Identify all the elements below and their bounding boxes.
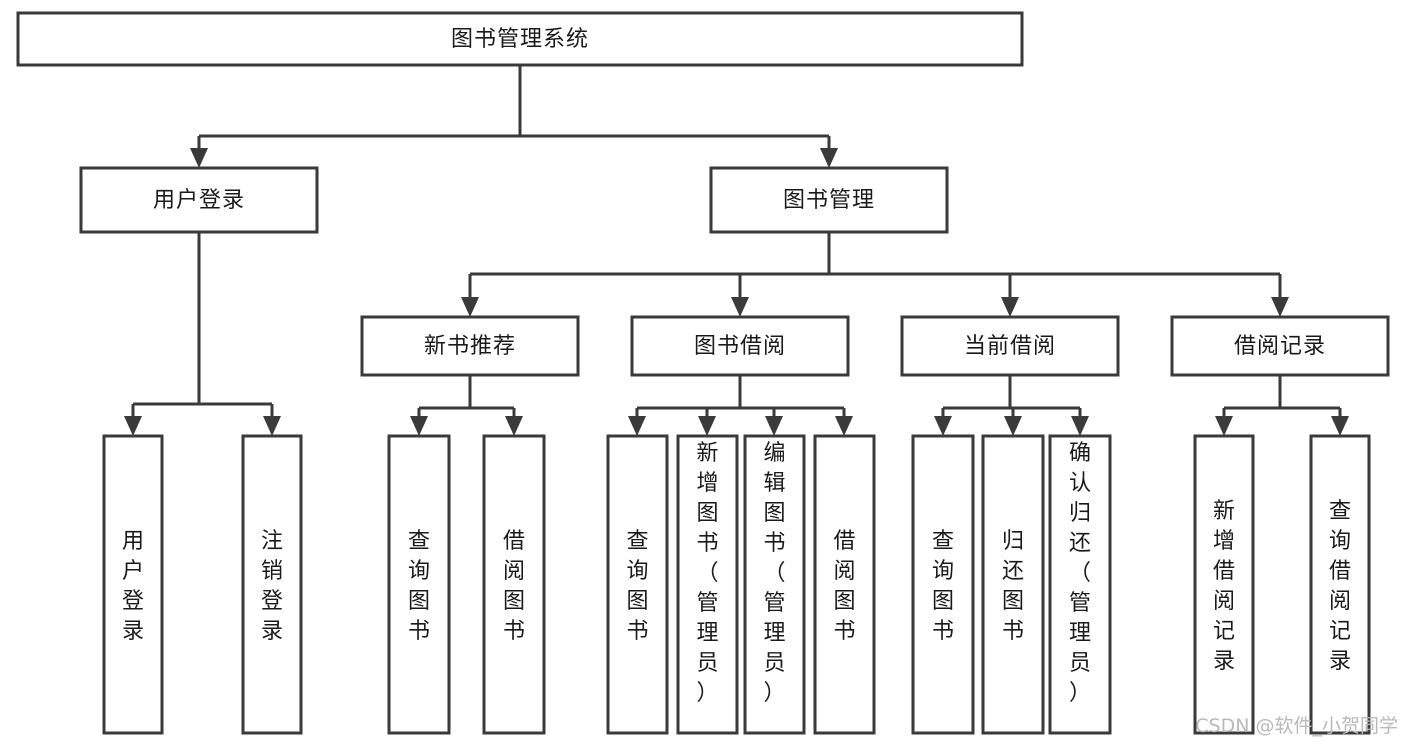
node-label-new-book-recommend: 新书推荐: [424, 334, 516, 359]
node-label-cb-confirm-return: 确认归还（管理员）: [1069, 441, 1091, 706]
node-root[interactable]: 图书管理系统: [16, 11, 1024, 67]
node-box-nbr-query-book[interactable]: [387, 434, 451, 735]
node-box-user-logout[interactable]: [241, 434, 303, 735]
node-box-cb-confirm-return[interactable]: [1048, 434, 1112, 735]
node-label-borrow-record: 借阅记录: [1234, 334, 1326, 359]
node-br-query-record[interactable]: 查询借阅记录: [1309, 434, 1371, 735]
node-box-nbr-borrow-book[interactable]: [482, 434, 546, 735]
edge-arrowhead-1: [1331, 416, 1349, 436]
node-box-cb-return-book[interactable]: [981, 434, 1045, 735]
edge-arrowhead-1: [820, 148, 838, 168]
edge-group-bookmgmt-to-level3: [461, 232, 1289, 317]
node-box-br-add-record[interactable]: [1193, 434, 1255, 735]
node-label-current-borrow: 当前借阅: [964, 334, 1056, 359]
edge-arrowhead-1: [698, 416, 716, 436]
node-box-cb-query-book[interactable]: [911, 434, 975, 735]
node-label-br-query-record: 查询借阅记录: [1329, 499, 1351, 674]
node-br-add-record[interactable]: 新增借阅记录: [1193, 434, 1255, 735]
edge-arrowhead-0: [628, 416, 646, 436]
edge-group-nbr-to-leaves: [410, 375, 523, 436]
node-bb-edit-book[interactable]: 编辑图书（管理员）: [743, 434, 806, 735]
edge-arrowhead-2: [1071, 416, 1089, 436]
node-box-user-login[interactable]: [79, 166, 319, 234]
edge-arrowhead-1: [731, 297, 749, 317]
node-borrow-record[interactable]: 借阅记录: [1170, 315, 1390, 377]
edge-arrowhead-0: [934, 416, 952, 436]
node-cb-return-book[interactable]: 归还图书: [981, 434, 1045, 735]
node-book-management[interactable]: 图书管理: [709, 166, 949, 234]
node-label-cb-return-book: 归还图书: [1002, 529, 1024, 644]
node-label-bb-borrow-book: 借阅图书: [833, 529, 855, 644]
node-label-user-logout: 注销登录: [261, 529, 283, 644]
node-label-nbr-borrow-book: 借阅图书: [503, 529, 525, 644]
node-book-borrow[interactable]: 图书借阅: [630, 315, 850, 377]
node-nbr-query-book[interactable]: 查询图书: [387, 434, 451, 735]
edge-arrowhead-2: [765, 416, 783, 436]
node-box-new-book-recommend[interactable]: [360, 315, 580, 377]
node-label-user-login-do: 用户登录: [122, 529, 144, 644]
nodes-layer: 图书管理系统用户登录图书管理新书推荐图书借阅当前借阅借阅记录用户登录注销登录查询…: [16, 11, 1390, 735]
node-user-logout[interactable]: 注销登录: [241, 434, 303, 735]
node-user-login-do[interactable]: 用户登录: [102, 434, 164, 735]
edge-arrowhead-0: [410, 416, 428, 436]
edge-arrowhead-0: [461, 297, 479, 317]
edge-arrowhead-1: [505, 416, 523, 436]
node-cb-confirm-return[interactable]: 确认归还（管理员）: [1048, 434, 1112, 735]
node-box-book-borrow[interactable]: [630, 315, 850, 377]
node-box-bb-query-book[interactable]: [606, 434, 669, 735]
node-label-cb-query-book: 查询图书: [932, 529, 954, 644]
node-current-borrow[interactable]: 当前借阅: [900, 315, 1120, 377]
node-cb-query-book[interactable]: 查询图书: [911, 434, 975, 735]
node-box-borrow-record[interactable]: [1170, 315, 1390, 377]
edge-arrowhead-0: [1215, 416, 1233, 436]
edge-arrowhead-2: [1001, 297, 1019, 317]
node-new-book-recommend[interactable]: 新书推荐: [360, 315, 580, 377]
node-box-root[interactable]: [16, 11, 1024, 67]
edge-arrowhead-3: [835, 416, 853, 436]
node-label-bb-query-book: 查询图书: [626, 529, 648, 644]
edge-group-root-to-level2: [190, 65, 838, 168]
node-bb-query-book[interactable]: 查询图书: [606, 434, 669, 735]
csdn-watermark: CSDN @软件_小贺同学: [1195, 715, 1398, 737]
node-label-root: 图书管理系统: [451, 27, 589, 52]
edge-group-userlogin-to-leaves: [124, 232, 281, 436]
edges-layer: [124, 65, 1349, 436]
node-user-login[interactable]: 用户登录: [79, 166, 319, 234]
node-label-bb-edit-book: 编辑图书（管理员）: [763, 441, 785, 706]
edge-group-bb-to-leaves: [628, 375, 853, 436]
node-bb-add-book[interactable]: 新增图书（管理员）: [676, 434, 739, 735]
node-box-current-borrow[interactable]: [900, 315, 1120, 377]
node-box-bb-add-book[interactable]: [676, 434, 739, 735]
node-label-user-login: 用户登录: [153, 188, 245, 213]
node-box-bb-borrow-book[interactable]: [813, 434, 876, 735]
node-box-bb-edit-book[interactable]: [743, 434, 806, 735]
edge-group-br-to-leaves: [1215, 375, 1349, 436]
edge-arrowhead-0: [190, 148, 208, 168]
node-label-book-management: 图书管理: [783, 188, 875, 213]
edge-arrowhead-1: [263, 416, 281, 436]
node-box-br-query-record[interactable]: [1309, 434, 1371, 735]
edge-arrowhead-0: [124, 416, 142, 436]
edge-arrowhead-3: [1271, 297, 1289, 317]
node-label-nbr-query-book: 查询图书: [408, 529, 430, 644]
node-bb-borrow-book[interactable]: 借阅图书: [813, 434, 876, 735]
node-box-user-login-do[interactable]: [102, 434, 164, 735]
node-label-book-borrow: 图书借阅: [694, 334, 786, 359]
node-label-bb-add-book: 新增图书（管理员）: [696, 441, 718, 706]
edge-group-cb-to-leaves: [934, 375, 1089, 436]
node-box-book-management[interactable]: [709, 166, 949, 234]
node-nbr-borrow-book[interactable]: 借阅图书: [482, 434, 546, 735]
node-label-br-add-record: 新增借阅记录: [1213, 499, 1235, 674]
edge-arrowhead-1: [1004, 416, 1022, 436]
